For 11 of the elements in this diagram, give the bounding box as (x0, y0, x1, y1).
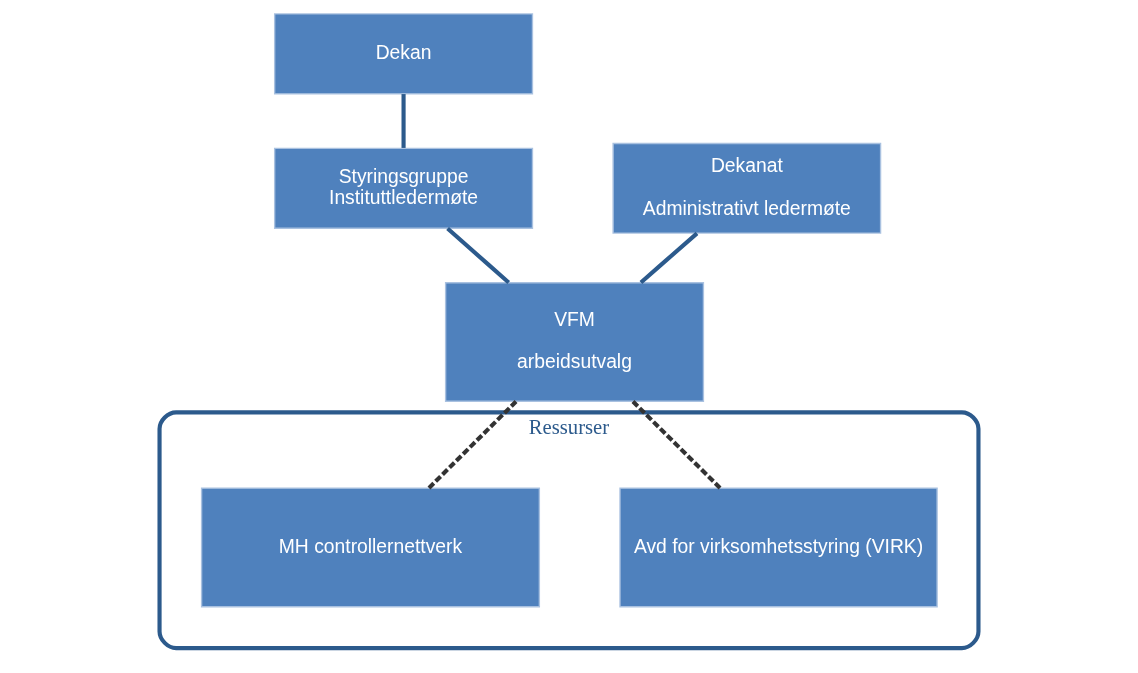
connector (427, 400, 518, 490)
node-box: Dekan (273, 13, 534, 95)
connector (639, 231, 699, 284)
node-box: Avd for virksomhetsstyring (VIRK) (619, 487, 938, 608)
node-box: MH controllernettverk (200, 487, 541, 608)
connector (401, 94, 406, 148)
node-box: Dekanat Administrativt ledermøte (612, 142, 882, 234)
connector (446, 227, 511, 285)
node-box: Styringsgruppe Instituttledermøte (273, 147, 534, 229)
node-box: VFM arbeidsutvalg (444, 282, 705, 402)
connector (631, 400, 722, 490)
